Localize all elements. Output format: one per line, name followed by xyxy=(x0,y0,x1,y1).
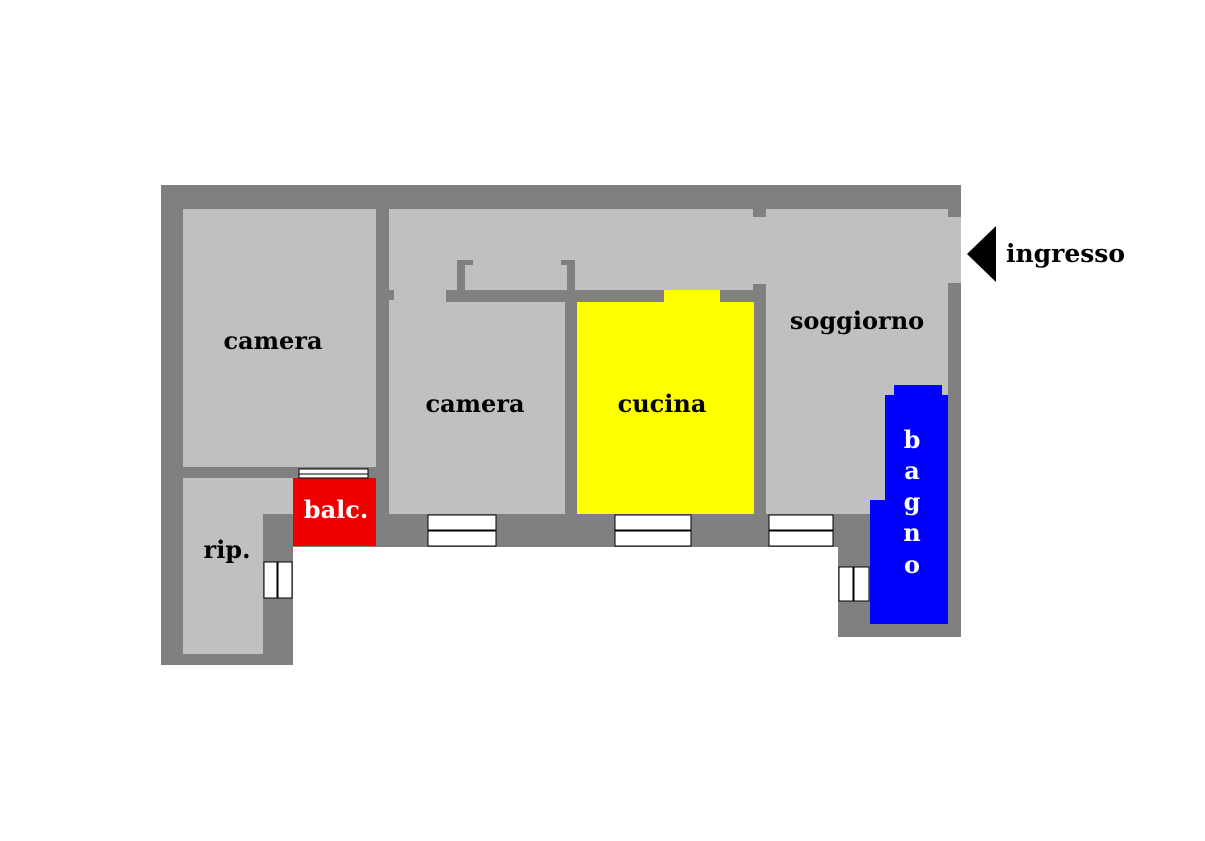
room-camera-1 xyxy=(183,209,376,467)
window-soggiorno xyxy=(768,514,834,547)
room-cucina xyxy=(577,302,754,514)
window-bagno xyxy=(838,566,870,602)
windows xyxy=(263,468,870,602)
entrance-opening xyxy=(940,217,961,283)
label-ripostiglio: rip. xyxy=(204,535,251,564)
label-bagno-letter: o xyxy=(904,550,920,579)
window-cucina xyxy=(614,514,692,547)
label-soggiorno: soggiorno xyxy=(790,306,924,335)
label-bagno-letter: g xyxy=(904,487,921,516)
window-ripostiglio xyxy=(263,561,293,599)
window-balcony xyxy=(298,468,369,479)
room-camera-2 xyxy=(389,302,565,514)
label-cucina: cucina xyxy=(618,389,707,418)
label-bagno-letter: n xyxy=(903,518,920,547)
label-balcone: balc. xyxy=(304,495,368,524)
arrow-left-icon xyxy=(967,226,996,282)
window-camera-2 xyxy=(427,514,497,547)
label-camera-2: camera xyxy=(425,389,524,418)
label-ingresso: ingresso xyxy=(1006,239,1125,268)
label-bagno-letter: a xyxy=(904,456,920,485)
kitchen-doorway xyxy=(664,290,720,302)
label-bagno: b a g n o xyxy=(903,425,920,579)
room-bagno xyxy=(870,385,948,624)
label-bagno-letter: b xyxy=(904,425,921,454)
label-camera-1: camera xyxy=(223,326,322,355)
room-balcone xyxy=(293,478,376,546)
